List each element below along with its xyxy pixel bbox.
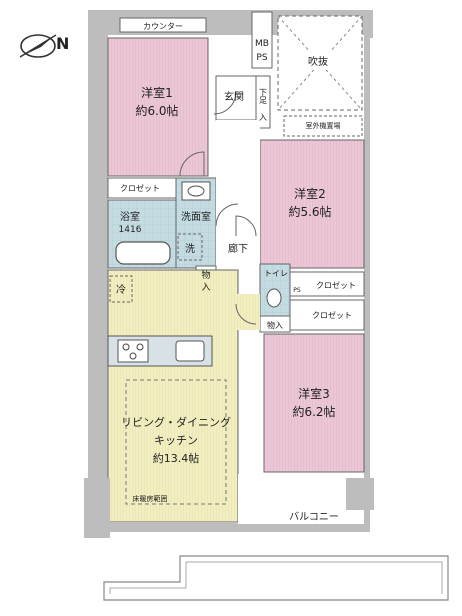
kitchen-sink-icon: [175, 340, 205, 362]
closet1-label: クロゼット: [120, 183, 160, 193]
balcony: [238, 474, 364, 524]
fridge-space: [109, 275, 133, 303]
storage1-label-a: 物: [201, 269, 210, 281]
room1-size: 約6.0帖: [135, 103, 178, 118]
bath-label: 浴室: [120, 210, 140, 223]
closet2-label: クロゼット: [316, 280, 356, 290]
toilet-icon: [266, 288, 282, 308]
entrance-label: 玄関: [224, 90, 244, 103]
mb-label: MB: [255, 39, 269, 49]
washroom-label: 洗面室: [181, 210, 211, 223]
ldk-name-1: リビング・ダイニング: [121, 415, 231, 429]
compass-icon: N: [19, 34, 69, 58]
closet-3: [289, 299, 365, 331]
counter-label: カウンター: [143, 22, 183, 31]
western-room-2: [259, 139, 365, 269]
bathtub-icon: [115, 241, 171, 265]
floor-heating-range: [125, 379, 227, 505]
room3-name: 洋室3: [298, 386, 330, 401]
fridge-label: 冷: [116, 283, 126, 296]
shoe-storage-label-1: 下足: [259, 88, 268, 105]
ldk-name-2: キッチン: [154, 434, 198, 447]
room3-size: 約6.2帖: [292, 404, 335, 419]
void-label: 吹抜: [308, 55, 328, 68]
shoe-storage-label-2: 入: [259, 113, 267, 122]
closet3-label: クロゼット: [312, 310, 352, 320]
counter: [119, 17, 207, 33]
outdoor-unit-label: 室外機置場: [306, 121, 341, 130]
floor-heating-label: 床暖房範囲: [133, 494, 168, 503]
balcony-label: バルコニー: [289, 511, 339, 523]
western-room-1: [107, 37, 209, 177]
room2-size: 約5.6帖: [288, 204, 331, 219]
room1-name: 洋室1: [141, 85, 173, 100]
ps-label: PS: [256, 53, 267, 63]
western-room-3: [263, 333, 365, 473]
room2-name: 洋室2: [294, 186, 326, 201]
closet-2: [289, 271, 365, 297]
mb-ps-shaft: [251, 11, 273, 69]
ldk-size: 約13.4帖: [153, 451, 200, 465]
balcony-outline: [103, 555, 449, 601]
hallway-label: 廊下: [228, 242, 248, 255]
bath-size-label: 1416: [119, 225, 142, 235]
shoe-storage: [255, 75, 271, 129]
toilet-label: トイレ: [264, 269, 288, 278]
stove-icon: [117, 339, 149, 363]
storage2-label: 物入: [267, 320, 283, 330]
ps2-label: PS: [293, 287, 301, 294]
sink-icon: [181, 181, 211, 201]
washer-label: 洗: [185, 243, 195, 255]
washer-space: [177, 233, 203, 261]
compass-north-label: N: [56, 34, 69, 53]
storage1-label-b: 入: [201, 282, 210, 293]
outdoor-unit-space: [283, 115, 363, 137]
